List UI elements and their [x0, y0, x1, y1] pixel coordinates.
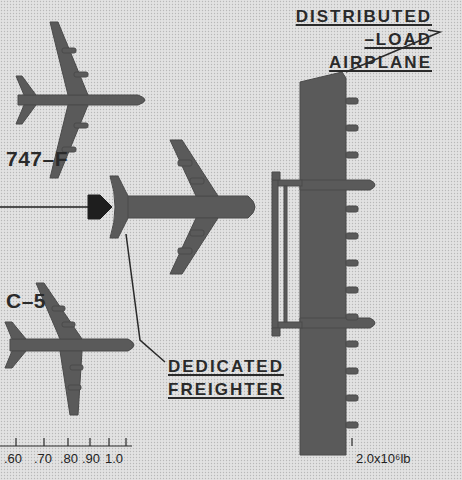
engine-pod — [346, 314, 358, 320]
callout-label: DISTRIBUTED –LOAD AIRPLANE — [292, 6, 432, 75]
aircraft-label: C–5 — [6, 290, 46, 312]
aircraft-label: 747–F — [6, 148, 68, 170]
engine-pod — [346, 395, 358, 401]
axis-tick-label: 2.0x10⁶lb — [356, 452, 411, 466]
axis-tick-label: .80 — [60, 452, 78, 466]
engine-pod — [346, 341, 358, 347]
dedicated-freighter — [110, 140, 255, 274]
axis-tick-label: .60 — [4, 452, 22, 466]
engine-pod — [346, 98, 358, 104]
axis-tick-label: 1.0 — [105, 452, 123, 466]
engine-pod — [346, 260, 358, 266]
axis-tick-label: .90 — [82, 452, 100, 466]
axis-tick-label: .70 — [34, 452, 52, 466]
weight-axis — [0, 438, 352, 446]
engine-pod — [346, 422, 358, 428]
engine-pod — [346, 125, 358, 131]
transition-arrow — [0, 195, 112, 219]
leader-line — [126, 234, 165, 362]
engine-pod — [346, 287, 358, 293]
engine-pod — [346, 368, 358, 374]
callout-label: DEDICATED FREIGHTER — [168, 356, 268, 402]
lockheed-c5 — [5, 283, 134, 415]
engine-pod — [346, 152, 358, 158]
engine-pod — [346, 206, 358, 212]
distributed-load-airplane — [272, 72, 375, 455]
engine-pod — [346, 233, 358, 239]
